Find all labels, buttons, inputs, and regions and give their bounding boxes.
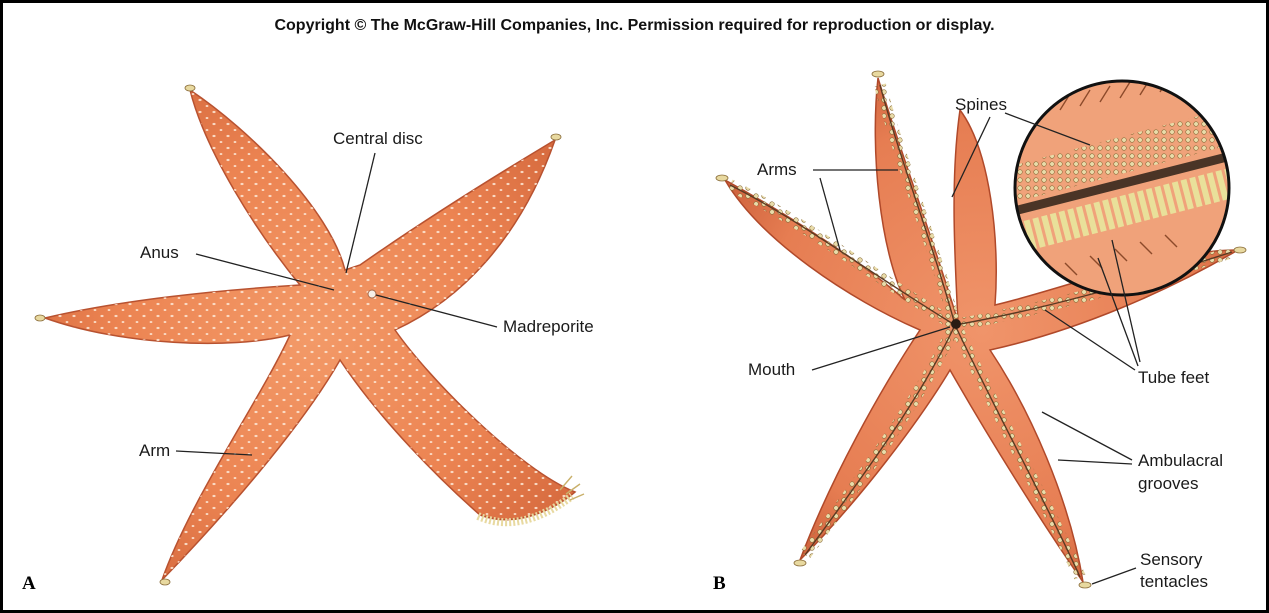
label-anus: Anus — [140, 243, 179, 262]
label-sensory-line2: tentacles — [1140, 572, 1208, 591]
label-arms: Arms — [757, 160, 797, 179]
starfish-aboral-view — [35, 85, 584, 585]
leader-ambulacral-2 — [1058, 460, 1132, 464]
label-mouth: Mouth — [748, 360, 795, 379]
panel-letter-a: A — [22, 573, 36, 594]
label-ambulacral-line1: Ambulacral — [1138, 451, 1223, 470]
leader-ambulacral-1 — [1042, 412, 1132, 460]
label-sensory-line1: Sensory — [1140, 550, 1203, 569]
label-ambulacral-line2: grooves — [1138, 474, 1198, 493]
label-tube-feet: Tube feet — [1138, 368, 1209, 387]
panel-letter-b: B — [713, 573, 726, 594]
label-spines: Spines — [955, 95, 1007, 114]
leader-central-disc — [346, 153, 375, 273]
label-central-disc: Central disc — [333, 129, 423, 148]
label-madreporite: Madreporite — [503, 317, 594, 336]
label-arm: Arm — [139, 441, 170, 460]
leader-sensory — [1092, 568, 1136, 584]
